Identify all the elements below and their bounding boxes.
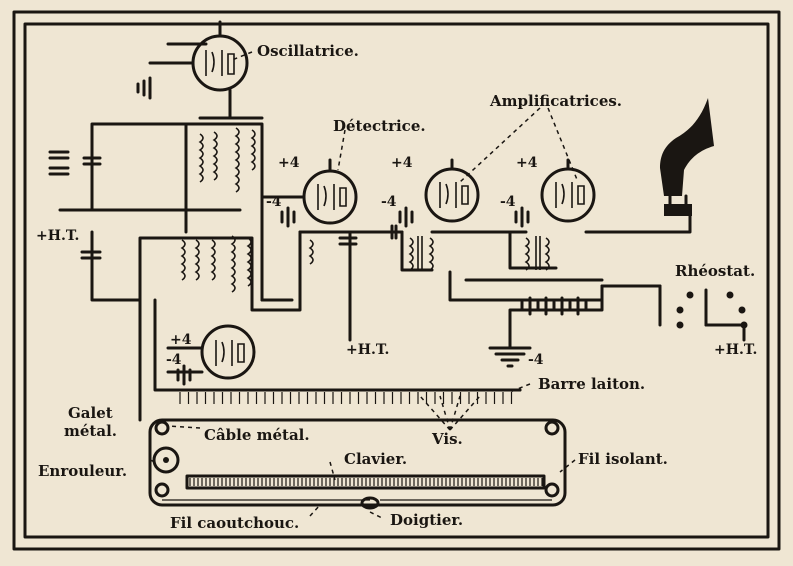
oscillator-tube: [148, 20, 249, 120]
ground-symbol: [488, 328, 532, 368]
label-ht-mid: +H.T.: [346, 342, 389, 358]
capacitors: [48, 150, 398, 260]
label-minus4-ground: -4: [528, 352, 544, 368]
label-plus4-det: +4: [278, 155, 300, 171]
label-metal: métal.: [64, 422, 117, 440]
label-minus4-low: -4: [166, 352, 182, 368]
keyboard-keys: [189, 478, 543, 486]
coils: [180, 127, 550, 293]
label-barre-laiton: Barre laiton.: [538, 375, 645, 393]
rheostat: [676, 288, 748, 329]
label-minus4-det: -4: [266, 194, 282, 210]
label-amplificatrices: Amplificatrices.: [489, 92, 622, 110]
label-oscillatrice: Oscillatrice.: [257, 42, 359, 60]
label-enrouleur: Enrouleur.: [38, 462, 127, 480]
label-galet: Galet: [68, 404, 113, 422]
label-vis: Vis.: [431, 430, 463, 448]
label-minus4-amp1: -4: [381, 194, 397, 210]
lower-tube: [200, 324, 256, 380]
label-clavier: Clavier.: [344, 450, 407, 468]
ground-symbol-osc: [136, 76, 152, 100]
battery: [520, 296, 588, 316]
label-fil-isolant: Fil isolant.: [578, 450, 668, 468]
amplifier-tube-2: [540, 167, 596, 223]
label-plus4-amp2: +4: [516, 155, 538, 171]
keyboard-box: [148, 418, 567, 510]
detector-tube: [260, 158, 358, 225]
label-plus4-low: +4: [170, 332, 192, 348]
label-ht-left: +H.T.: [36, 228, 79, 244]
loudspeaker-horn: [660, 98, 714, 216]
label-detectrice: Détectrice.: [333, 117, 426, 135]
label-plus4-amp1: +4: [391, 155, 413, 171]
screw-row: [179, 392, 513, 404]
label-doigtier: Doigtier.: [390, 511, 463, 529]
leader-lines: [149, 51, 579, 519]
filament-batteries: [166, 206, 530, 386]
border-frame: [12, 10, 781, 551]
label-ht-right: +H.T.: [714, 342, 757, 358]
label-fil-caoutchouc: Fil caoutchouc.: [170, 514, 299, 532]
label-rheostat: Rhéostat.: [675, 262, 755, 280]
label-minus4-amp2: -4: [500, 194, 516, 210]
label-cable-metal: Câble métal.: [204, 426, 310, 444]
amplifier-tube-1: [424, 167, 480, 223]
